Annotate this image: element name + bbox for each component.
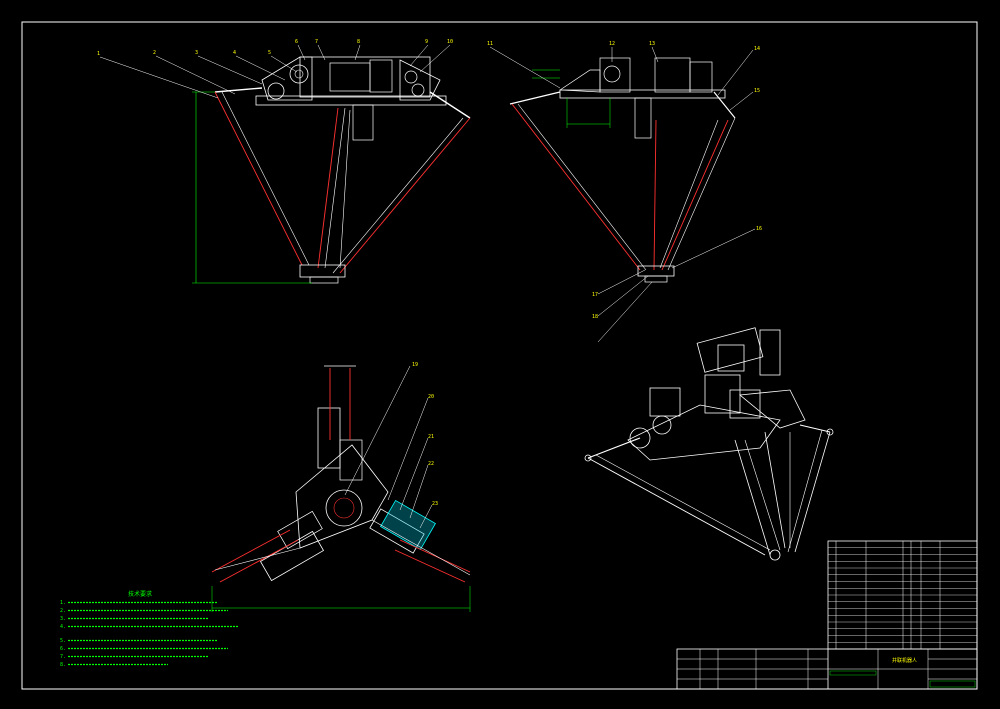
top-view [211,365,471,612]
notes-title: 技术要求 [128,590,152,598]
part-label: 21 [428,434,434,440]
note-line-number: 2. [60,608,66,614]
side-view [489,46,756,343]
drawing-title: 并联机器人 [892,657,917,664]
front-labels: 1 2 3 4 5 6 7 8 9 10 [97,39,453,57]
note-line-number: 8. [60,662,66,668]
note-line-number: 5. [60,638,66,644]
note-line-number: 1. [60,600,66,606]
part-label: 16 [756,226,762,232]
part-label: 12 [609,41,615,47]
part-label: 9 [425,39,428,45]
part-label: 13 [649,41,655,47]
part-label: 19 [412,362,418,368]
isometric-view [584,327,834,561]
part-label: 17 [592,292,598,298]
part-label: 7 [315,39,318,45]
part-label: 1 [97,51,100,57]
top-labels: 19 20 21 22 23 [412,362,438,507]
part-label: 8 [357,39,360,45]
part-label: 20 [428,394,434,400]
part-label: 5 [268,50,271,56]
part-label: 18 [592,314,598,320]
outer-frame [21,21,978,690]
part-label: 4 [233,50,236,56]
note-line-number: 7. [60,654,66,660]
part-label: 3 [195,50,198,56]
parts-list [827,540,978,650]
note-line-number: 4. [60,624,66,630]
note-line-number: 6. [60,646,66,652]
part-label: 22 [428,461,434,467]
title-block: 并联机器人 [676,648,978,690]
part-label: 6 [295,39,298,45]
side-labels: 11 12 13 14 15 16 17 18 [487,41,762,320]
part-label: 10 [447,39,453,45]
part-label: 14 [754,46,760,52]
part-label: 15 [754,88,760,94]
note-line-number: 3. [60,616,66,622]
part-label: 2 [153,50,156,56]
front-view [99,44,471,284]
technical-notes: 技术要求 1. 2. 3. 4. 5. 6. 7. 8. [60,590,238,668]
part-label: 11 [487,41,493,47]
part-label: 23 [432,501,438,507]
